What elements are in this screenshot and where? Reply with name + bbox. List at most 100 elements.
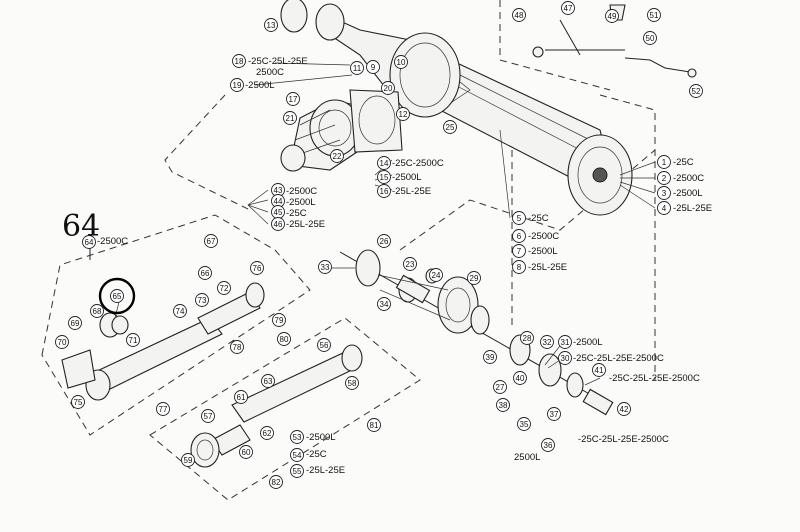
legend-label: -25L-25E (673, 203, 712, 214)
callout-circle (286, 92, 300, 106)
axle-boundary-top (499, 0, 611, 91)
legend-label: -25C (286, 208, 307, 219)
callout-number: 19 (233, 81, 242, 90)
legend-label: -25C-2500C (392, 158, 444, 169)
callout-number: 7 (517, 247, 522, 256)
callout-number: 79 (275, 316, 284, 325)
callout-circle (317, 338, 331, 352)
callout-circle (381, 81, 395, 95)
callout-number: 35 (520, 420, 529, 429)
callout-circle (277, 332, 291, 346)
callout-circle (689, 84, 703, 98)
callout-number: 65 (113, 292, 122, 301)
axle-housing (315, 3, 633, 216)
callout-number: 6 (517, 232, 522, 241)
legend-label: 2500C (256, 67, 284, 78)
callout-number: 46 (274, 220, 283, 229)
callout-circle (394, 55, 408, 69)
callout-circle (201, 409, 215, 423)
callout-circle (173, 304, 187, 318)
legend-label: -2500C (97, 236, 128, 247)
callout-circle (561, 1, 575, 15)
callout-circle (493, 380, 507, 394)
callout-number: 48 (515, 11, 524, 20)
callout-circle (330, 149, 344, 163)
callout-number: 27 (496, 383, 505, 392)
callout-circle (483, 350, 497, 364)
legend-label: -2500L (286, 197, 316, 208)
callout-number: 31 (561, 338, 570, 347)
callout-number: 11 (353, 64, 362, 73)
callout-circle (643, 31, 657, 45)
callout-number: 80 (280, 335, 289, 344)
callout-circle (467, 271, 481, 285)
callout-number: 82 (272, 478, 281, 487)
legend-label: -25C (528, 213, 549, 224)
callout-circle (261, 374, 275, 388)
callout-number: 44 (274, 197, 283, 206)
legend-label: -2500L (573, 337, 603, 348)
callout-circle (156, 402, 170, 416)
callout-circle (366, 60, 380, 74)
legend-label: -25L-25E (392, 186, 431, 197)
callout-number: 24 (432, 271, 441, 280)
callout-circle (512, 8, 526, 22)
callout-number: 77 (159, 405, 168, 414)
callout-circle (234, 390, 248, 404)
callout-circle (547, 407, 561, 421)
callout-circle (429, 268, 443, 282)
callout-circle (82, 235, 96, 249)
callout-circle (272, 313, 286, 327)
callout-circle (377, 297, 391, 311)
leader-lines (114, 62, 656, 386)
callout-circle (367, 418, 381, 432)
callout-circle (271, 217, 285, 231)
callout-number: 14 (380, 159, 389, 168)
callout-number: 16 (380, 187, 389, 196)
callout-circle (55, 335, 69, 349)
callout-circle (250, 261, 264, 275)
callout-number: 64 (85, 238, 94, 247)
callout-number: 49 (608, 12, 617, 21)
callout-circle (403, 257, 417, 271)
legend-label: -25C-25L-25E-2500C (609, 373, 700, 384)
callout-number: 4 (662, 204, 667, 213)
callout-number: 54 (293, 451, 302, 460)
front-driveshaft (61, 282, 265, 401)
callout-number: 30 (561, 354, 570, 363)
callout-circle (513, 371, 527, 385)
callout-circle (540, 335, 554, 349)
callout-circle (657, 171, 671, 185)
callout-number: 72 (220, 284, 229, 293)
callout-circle (198, 266, 212, 280)
callout-circle (512, 260, 526, 274)
callout-circle (68, 316, 82, 330)
callout-number: 2 (662, 174, 667, 183)
callout-number: 13 (267, 21, 276, 30)
callout-circle (512, 229, 526, 243)
callout-number: 26 (380, 237, 389, 246)
callout-circle (90, 304, 104, 318)
callout-circle (290, 464, 304, 478)
callout-circle (512, 244, 526, 258)
callout-number: 59 (184, 456, 193, 465)
callout-number: 20 (384, 84, 393, 93)
callout-number: 22 (333, 152, 342, 161)
callout-circle (647, 8, 661, 22)
highlight-circle (98, 277, 136, 315)
callout-number: 73 (198, 296, 207, 305)
callout-number: 29 (470, 274, 479, 283)
callout-number: 55 (293, 467, 302, 476)
callout-number: 17 (289, 95, 298, 104)
callout-number: 68 (93, 307, 102, 316)
callout-circle (264, 18, 278, 32)
callout-circle (181, 453, 195, 467)
callout-circle (377, 184, 391, 198)
callout-number: 78 (233, 343, 242, 352)
legend-label: -25L-25E (306, 465, 345, 476)
legend-label: -25C (306, 449, 327, 460)
callout-number: 45 (274, 208, 283, 217)
callout-circle (517, 417, 531, 431)
callout-circle (126, 333, 140, 347)
